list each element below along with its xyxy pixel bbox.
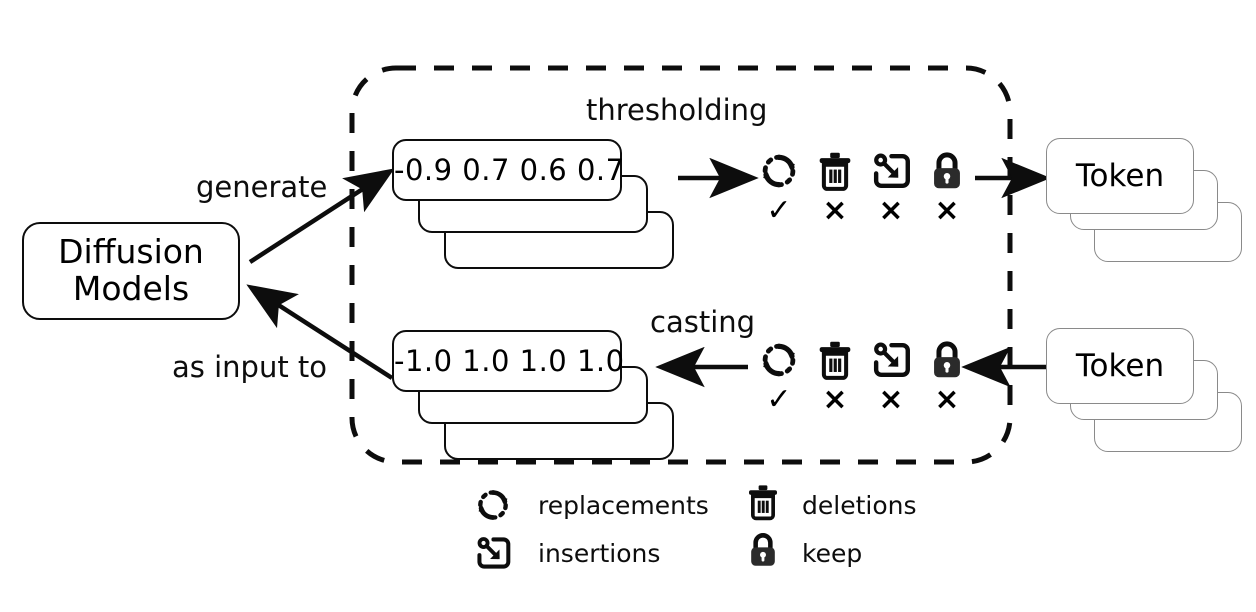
bottom-vector-card-front[interactable]: -1.0 1.0 1.0 1.0 — [392, 330, 625, 392]
bottom-token-stack[interactable]: Token — [1046, 328, 1256, 478]
thresholding-label: thresholding — [586, 93, 768, 127]
legend-label-keep: keep — [802, 539, 863, 568]
top-vector-values: -0.9 0.7 0.6 0.7 — [394, 153, 625, 187]
bottom-vector-values: -1.0 1.0 1.0 1.0 — [394, 344, 625, 378]
thresholding-ops-row: ✓ × × × — [756, 148, 976, 238]
replacements-icon[interactable] — [756, 148, 802, 194]
insertions-icon — [472, 532, 514, 574]
keep-mark: × — [934, 382, 960, 417]
insertions-mark: × — [878, 382, 904, 417]
insertions-icon[interactable] — [868, 148, 914, 194]
top-vector-card-front[interactable]: -0.9 0.7 0.6 0.7 — [392, 139, 625, 201]
top-token-card-front[interactable]: Token — [1046, 138, 1194, 214]
casting-ops-row: ✓ × × × — [756, 337, 976, 427]
diffusion-models-node[interactable]: Diffusion Models — [22, 222, 240, 320]
diffusion-models-line-2: Models — [72, 269, 190, 308]
legend-label-replacements: replacements — [538, 491, 709, 520]
keep-mark: × — [934, 193, 960, 228]
deletions-mark: × — [822, 193, 848, 228]
keep-icon — [742, 529, 784, 571]
replacements-mark: ✓ — [766, 382, 792, 417]
deletions-icon[interactable] — [812, 337, 858, 383]
as-input-to-label: as input to — [172, 350, 328, 384]
insertions-mark: × — [878, 193, 904, 228]
deletions-icon — [742, 481, 784, 523]
replacements-icon — [472, 484, 514, 526]
deletions-mark: × — [822, 382, 848, 417]
deletions-icon[interactable] — [812, 148, 858, 194]
replacements-mark: ✓ — [766, 193, 792, 228]
bottom-vector-stack[interactable]: -1.0 1.0 1.0 1.0 — [392, 330, 682, 470]
legend-label-insertions: insertions — [538, 539, 661, 568]
top-token-stack[interactable]: Token — [1046, 138, 1256, 288]
keep-icon[interactable] — [924, 337, 970, 383]
keep-icon[interactable] — [924, 148, 970, 194]
replacements-icon[interactable] — [756, 337, 802, 383]
insertions-icon[interactable] — [868, 337, 914, 383]
casting-label: casting — [650, 305, 756, 339]
bottom-token-card-front[interactable]: Token — [1046, 328, 1194, 404]
legend-label-deletions: deletions — [802, 491, 917, 520]
top-vector-stack[interactable]: -0.9 0.7 0.6 0.7 — [392, 139, 682, 279]
generate-label: generate — [196, 170, 328, 204]
bottom-token-label: Token — [1075, 348, 1165, 384]
top-token-label: Token — [1075, 158, 1165, 194]
diffusion-models-line-1: Diffusion — [58, 232, 204, 272]
